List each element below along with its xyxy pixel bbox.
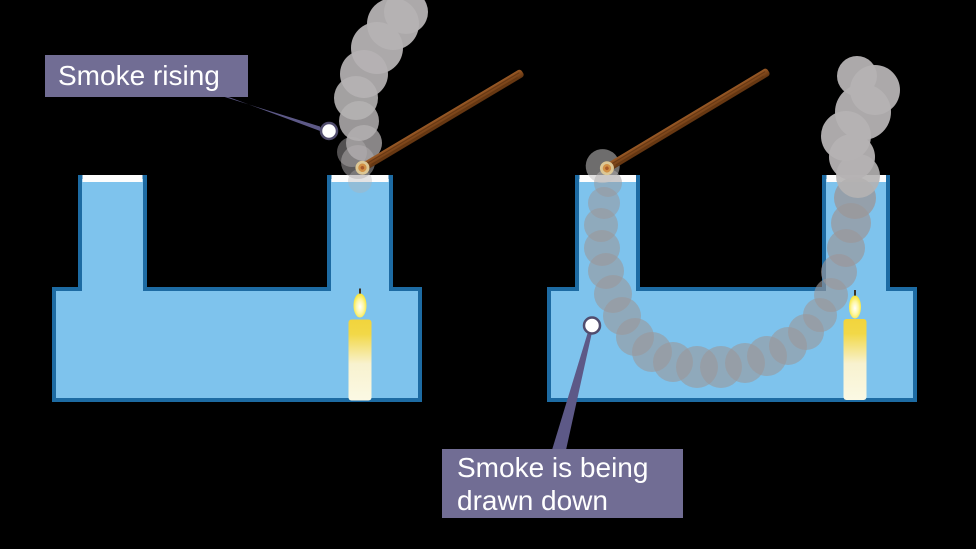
glowing-splint-left <box>355 69 524 175</box>
splint-stick <box>358 69 524 173</box>
pointer-line <box>552 333 592 450</box>
left-apparatus <box>52 0 524 402</box>
splint-stick <box>602 68 770 173</box>
smoke-puff <box>384 0 428 34</box>
smoke-puff <box>837 56 877 96</box>
candle-flame <box>353 293 367 318</box>
splint-grain <box>366 72 520 165</box>
smoke-box-outline-left <box>52 175 422 402</box>
splint-grain <box>610 70 766 165</box>
exiting-smoke-plume <box>821 56 900 198</box>
pointer-dot <box>582 316 602 335</box>
glowing-splint-right <box>585 68 770 184</box>
splint-grain <box>615 75 764 166</box>
splint-ember-center <box>360 165 365 170</box>
rising-smoke-plume <box>334 0 428 193</box>
splint-ember-center <box>605 166 609 171</box>
pointer-smoke-drawn-down <box>552 316 602 450</box>
right-apparatus <box>547 56 917 402</box>
label-smoke-rising: Smoke rising <box>45 55 248 97</box>
pointer-dot <box>319 121 339 141</box>
label-smoke-drawn-down: Smoke is being drawn down <box>442 449 683 518</box>
descending-smoke-trail <box>584 169 876 388</box>
pointer-line <box>215 94 322 132</box>
chimney-mouth-left <box>82 175 143 182</box>
candle-left <box>348 288 372 401</box>
candle-body <box>348 319 372 401</box>
candle-flame <box>849 295 861 319</box>
candle-right <box>843 290 867 400</box>
pointer-smoke-rising <box>215 94 339 141</box>
candle-body <box>843 319 867 400</box>
splint-grain <box>371 76 518 165</box>
